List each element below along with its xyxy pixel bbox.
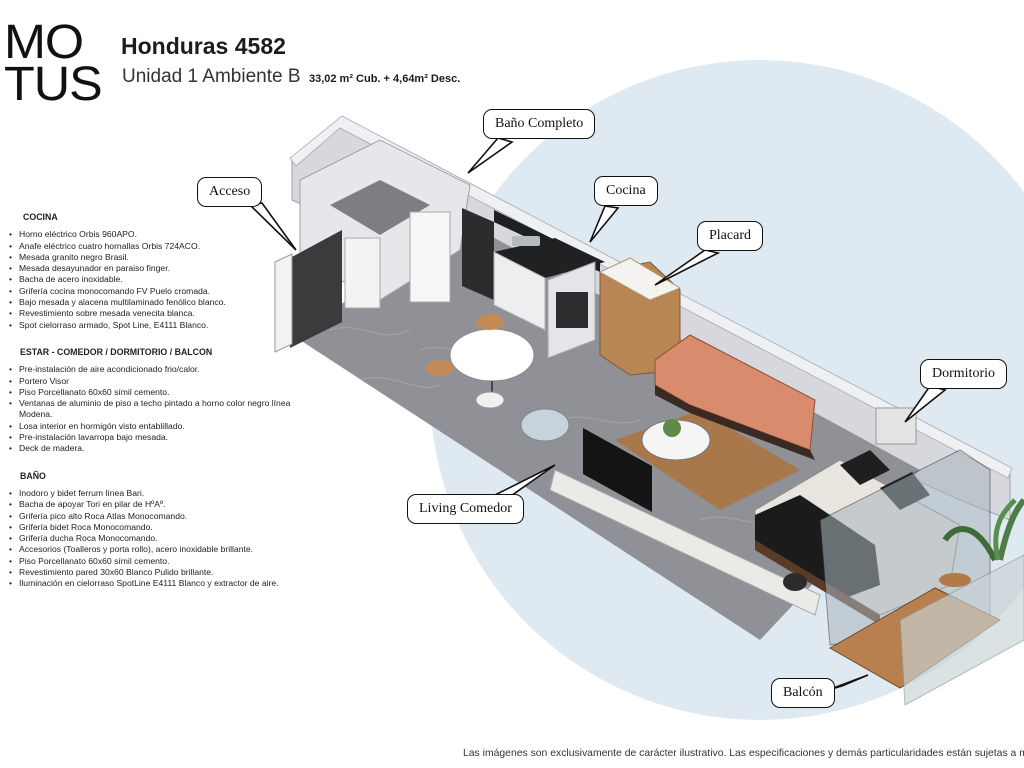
placard-top (598, 257, 682, 301)
balcony-table (939, 573, 971, 587)
kitchen-counter (494, 238, 605, 278)
unit-area: 33,02 m² Cub. + 4,64m² Desc. (308, 73, 461, 85)
kitchen-cabinets (493, 251, 546, 331)
spec-item: Mesada desayunador en paraiso finger. (9, 263, 309, 275)
spec-list-cocina: Horno eléctrico Orbis 960APO. Anafe eléc… (9, 229, 309, 331)
spec-item: Grifería pico alto Roca Atlas Monocomand… (9, 511, 309, 523)
section-title-cocina: COCINA (23, 212, 58, 222)
section-title-estar: ESTAR - COMEDOR / DORMITORIO / BALCON (20, 346, 213, 357)
spec-item: Iluminación en cielorraso SpotLine E4111… (9, 578, 309, 590)
brand-logo: MO TUS (4, 19, 103, 109)
spec-item: Ventanas de aluminio de piso a techo pin… (9, 398, 309, 421)
spec-item: Piso Porcellanato 60x60 símil cemento. (9, 387, 309, 399)
pointer-cocina (589, 205, 620, 243)
spec-item: Deck de madera. (9, 443, 309, 455)
spec-item: Bacha de apoyar Tori en pilar de HºAº. (9, 499, 309, 511)
pointer-placard (654, 249, 721, 286)
spec-list-bano: Inodoro y bidet ferrum línea Bari. Bacha… (9, 488, 309, 590)
dining-chair-3 (475, 391, 505, 409)
spec-item: Grifería cocina monocomando FV Puelo cro… (9, 286, 309, 298)
wall-art (875, 407, 917, 445)
dining-chair-1 (476, 314, 504, 330)
oven (556, 292, 588, 328)
tv (583, 428, 652, 512)
page-title: Honduras 4582 (121, 33, 286, 59)
spec-item: Horno eléctrico Orbis 960APO. (9, 229, 309, 241)
spec-item: Anafe eléctrico cuatro hornallas Orbis 7… (9, 241, 309, 253)
unit-name: Unidad 1 Ambiente B (122, 66, 301, 87)
spec-item: Portero Visor (9, 376, 309, 388)
fridge (462, 208, 494, 300)
brand-logo-line2: TUS (4, 58, 103, 111)
balcony-railing (899, 554, 1024, 706)
specs-panel: COCINA Horno eléctrico Orbis 960APO. Ana… (9, 212, 309, 606)
spec-item: Inodoro y bidet ferrum línea Bari. (9, 488, 309, 500)
spec-item: Bajo mesada y alacena multilaminado fenó… (9, 297, 309, 309)
spec-list-estar: Pre-instalación de aire acondicionado fr… (9, 364, 309, 455)
sink (512, 236, 540, 246)
spec-item: Grifería ducha Roca Monocomando. (9, 533, 309, 545)
callout-balcon: Balcón (771, 678, 835, 708)
callout-cocina: Cocina (594, 176, 658, 206)
spec-item: Revestimiento pared 30x60 Blanco Pulido … (9, 567, 309, 579)
disclaimer-footer: Las imágenes son exclusivamente de carác… (463, 748, 1024, 759)
spec-item: Revestimiento sobre mesada venecita blan… (9, 308, 309, 320)
spec-item: Pre-instalación lavarropa bajo mesada. (9, 432, 309, 444)
callout-placard: Placard (697, 221, 763, 251)
sofa-frame (655, 385, 815, 460)
pointer-balcon (827, 674, 869, 691)
bathroom-door (344, 237, 381, 309)
plant-pot (783, 573, 807, 591)
callout-living: Living Comedor (407, 494, 524, 524)
coffee-table-plant (663, 419, 681, 437)
tv-stand (549, 469, 821, 616)
spec-item: Spot cielorraso armado, Spot Line, E4111… (9, 320, 309, 332)
spec-item: Losa interior en hormigón visto entablil… (9, 421, 309, 433)
spec-item: Bacha de acero inoxidable. (9, 274, 309, 286)
pillow-1 (840, 450, 890, 485)
section-title-bano: BAÑO (20, 470, 46, 481)
armchair (520, 408, 570, 442)
spec-item: Pre-instalación de aire acondicionado fr… (9, 364, 309, 376)
spec-item: Grifería bidet Roca Monocomando. (9, 522, 309, 534)
dining-table (449, 328, 535, 382)
pointer-bano (467, 137, 514, 174)
bathroom-door-2 (409, 211, 451, 303)
wall-top (289, 115, 1013, 479)
dining-chair-2 (426, 360, 454, 376)
bathroom-floor (330, 180, 430, 235)
page-subtitle: Unidad 1 Ambiente B 33,02 m² Cub. + 4,64… (122, 66, 460, 88)
balcony-plant (942, 498, 1024, 562)
spec-item: Piso Porcellanato 60x60 símil cemento. (9, 556, 309, 568)
spec-item: Mesada granito negro Brasil. (9, 252, 309, 264)
brand-logo-line1: MO (4, 16, 84, 69)
callout-bano: Baño Completo (483, 109, 596, 139)
spec-item: Accesorios (Toalleros y porta rollo), ac… (9, 544, 309, 556)
callout-dormitorio: Dormitorio (920, 359, 1007, 389)
callout-acceso: Acceso (197, 177, 263, 207)
